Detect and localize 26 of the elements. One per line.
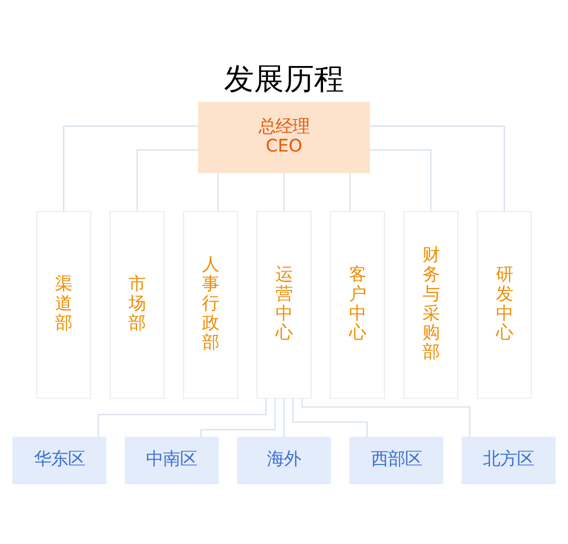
node-box: 客户中心	[330, 210, 385, 399]
connector	[369, 149, 432, 212]
node-box: 运营中心	[256, 210, 312, 399]
connector	[98, 398, 267, 437]
node-box: 西部区	[349, 436, 444, 484]
node-box: 财务与采购部	[403, 210, 458, 399]
diagram-title: 发展历程	[224, 62, 344, 97]
node-box: 海外	[237, 436, 331, 484]
connector	[136, 149, 199, 212]
node-box: 北方区	[462, 436, 556, 484]
connector	[370, 126, 505, 212]
node-box: 市场部	[110, 210, 165, 399]
connector	[200, 398, 276, 438]
node-box: 人事行政部	[183, 210, 238, 399]
node-box: 渠道部	[36, 210, 92, 399]
connector	[63, 126, 198, 212]
node-box: 华东区	[12, 436, 106, 484]
connector	[301, 398, 470, 438]
connector	[217, 173, 219, 212]
node-box: 中南区	[124, 436, 219, 484]
connector	[292, 398, 368, 437]
node-box: 总经理 CEO	[198, 102, 370, 174]
connector	[283, 173, 285, 212]
connector	[349, 173, 351, 212]
node-box: 研发中心	[476, 210, 532, 399]
connector	[283, 398, 285, 438]
